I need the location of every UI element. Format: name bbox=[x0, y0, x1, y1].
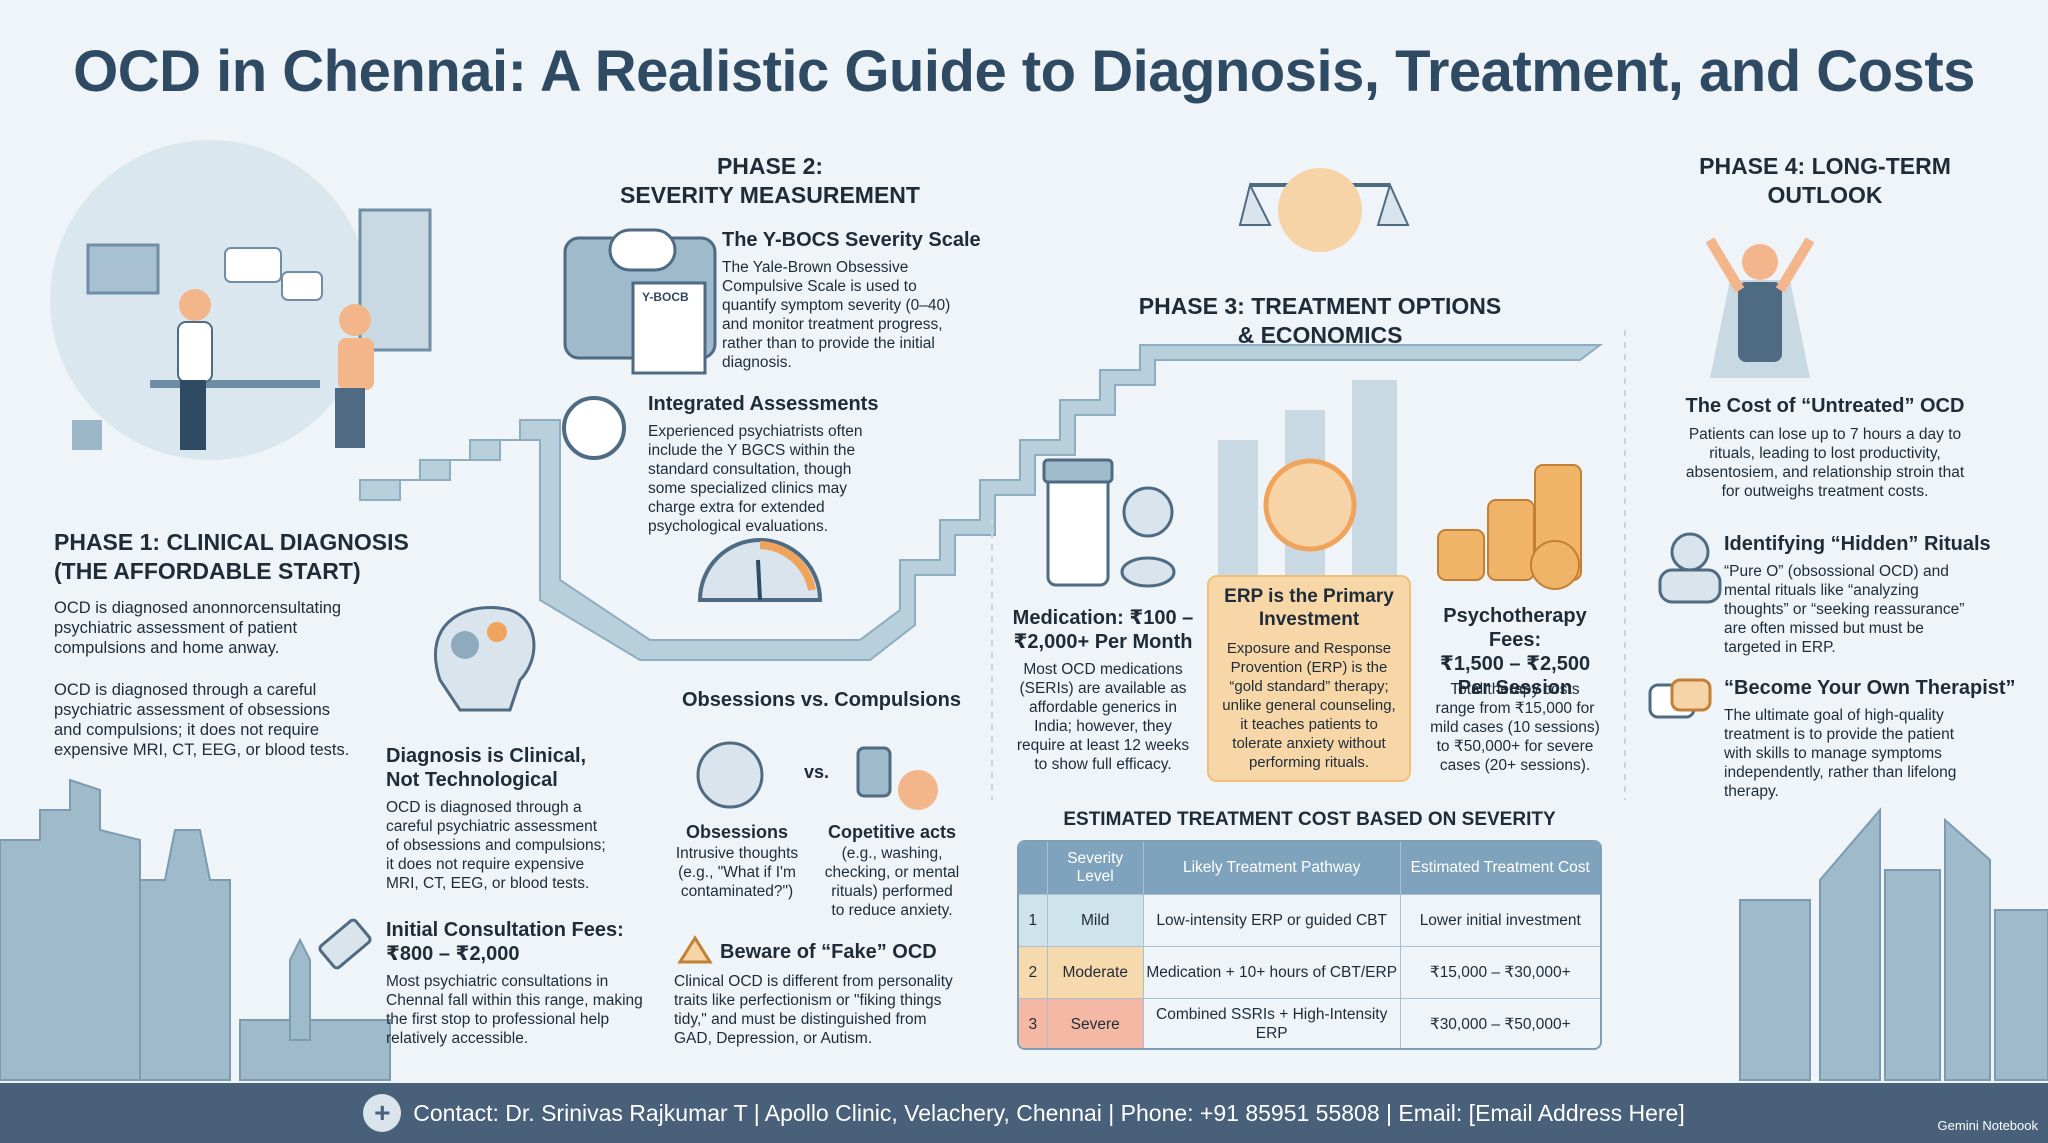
table-row: 3 Severe Combined SSRIs + High-Intensity… bbox=[1019, 997, 1600, 1048]
ybocs-label: Y-BOCB bbox=[642, 290, 689, 304]
vs-label: vs. bbox=[804, 762, 830, 782]
table-header-num bbox=[1019, 842, 1048, 894]
gear-illustration bbox=[562, 396, 626, 460]
price-tag-illustration bbox=[318, 918, 372, 970]
contact-text: Contact: Dr. Srinivas Rajkumar T | Apoll… bbox=[413, 1099, 1685, 1126]
integrated-assessments-text: Experienced psychiatrists often include … bbox=[648, 423, 863, 535]
integrated-assessments-title: Integrated Assessments bbox=[648, 393, 879, 415]
freedom-figure-illustration bbox=[1705, 237, 1815, 378]
medication-text: Most OCD medications (SERIs) are availab… bbox=[1016, 661, 1190, 773]
beware-fake-ocd-title: Beware of “Fake” OCD bbox=[720, 941, 937, 963]
phase1-paragraph-2: OCD is diagnosed through a careful psych… bbox=[54, 681, 350, 759]
untreated-cost-title: The Cost of “Untreated” OCD bbox=[1685, 395, 1965, 417]
phase1-heading-line: (THE AFFORDABLE START) bbox=[54, 558, 361, 584]
hidden-rituals-title: Identifying “Hidden” Rituals bbox=[1724, 533, 1991, 555]
ybocs-clipboard-illustration bbox=[563, 228, 717, 375]
consultation-fees-title: Initial Consultation Fees: ₹800 – ₹2,000 bbox=[386, 919, 624, 965]
phase1-paragraph-1: OCD is diagnosed anonnorcensultating psy… bbox=[54, 599, 342, 657]
medication-illustration bbox=[1042, 458, 1176, 588]
consultation-fees-text: Most psychiatric consultations in Chenna… bbox=[386, 973, 643, 1047]
brain-icon-illustration bbox=[1263, 458, 1357, 552]
erp-highlight-card: ERP is the Primary Investment Exposure a… bbox=[1207, 575, 1411, 782]
brand-label: Gemini Notebook bbox=[1937, 1118, 2038, 1133]
own-therapist-text: The ultimate goal of high-quality treatm… bbox=[1724, 707, 1957, 800]
chat-bubbles-illustration bbox=[1648, 678, 1712, 719]
hidden-rituals-text: “Pure O” (obsossional OCD) and mental ri… bbox=[1724, 563, 1965, 656]
untreated-cost-text: Patients can lose up to 7 hours a day to… bbox=[1685, 426, 1965, 500]
table-row: 2 Moderate Medication + 10+ hours of CBT… bbox=[1019, 945, 1600, 998]
warning-icon bbox=[677, 935, 713, 964]
compulsions-column: Copetitive acts (e.g., washing, checking… bbox=[824, 822, 960, 919]
obsessions-compulsions-icons bbox=[696, 741, 938, 810]
medical-cross-icon: + bbox=[363, 1094, 402, 1132]
phase1-heading: PHASE 1: CLINICAL DIAGNOSIS (THE AFFORDA… bbox=[54, 528, 434, 586]
ybocs-title: The Y-BOCS Severity Scale bbox=[722, 229, 981, 251]
staircase-illustration bbox=[359, 344, 1603, 661]
page-title: OCD in Chennai: A Realistic Guide to Dia… bbox=[73, 39, 1975, 104]
cost-table: Severity Level Likely Treatment Pathway … bbox=[1017, 840, 1602, 1050]
phase2-heading: PHASE 2: SEVERITY MEASUREMENT bbox=[620, 153, 920, 208]
table-header: Estimated Treatment Cost bbox=[1400, 842, 1600, 894]
cost-table-heading: ESTIMATED TREATMENT COST BASED ON SEVERI… bbox=[1063, 809, 1556, 830]
investment-bars-illustration bbox=[1218, 380, 1397, 580]
diagnosis-clinical-text: OCD is diagnosed through a careful psych… bbox=[386, 799, 606, 892]
diagnosis-clinical-title: Diagnosis is Clinical, Not Technological bbox=[386, 745, 587, 791]
consultation-scene bbox=[50, 140, 432, 460]
chennai-modern-skyline bbox=[1739, 807, 2048, 1081]
phase4-heading: PHASE 4: LONG-TERM OUTLOOK bbox=[1699, 153, 1951, 208]
severity-gauge-illustration bbox=[697, 538, 823, 602]
hidden-ritual-illustration bbox=[1658, 532, 1722, 604]
phase1-heading-line: PHASE 1: CLINICAL DIAGNOSIS bbox=[54, 529, 409, 555]
medication-title: Medication: ₹100 – ₹2,000+ Per Month bbox=[1012, 607, 1194, 653]
obsessions-compulsions-title: Obsessions vs. Compulsions bbox=[682, 689, 961, 711]
coin-stacks-illustration bbox=[1437, 464, 1582, 590]
table-row: 1 Mild Low-intensity ERP or guided CBT L… bbox=[1019, 893, 1600, 946]
obsessions-column: Obsessions Intrusive thoughts (e.g., "Wh… bbox=[675, 822, 799, 900]
beware-fake-ocd-text: Clinical OCD is different from personali… bbox=[674, 973, 953, 1047]
head-gears-illustration bbox=[433, 606, 536, 712]
table-header: Likely Treatment Pathway bbox=[1143, 842, 1401, 894]
chennai-temple-skyline bbox=[0, 778, 391, 1081]
table-header: Severity Level bbox=[1047, 842, 1144, 894]
balance-scale-head-illustration bbox=[1238, 168, 1410, 252]
own-therapist-title: “Become Your Own Therapist” bbox=[1724, 677, 2016, 699]
ybocs-text: The Yale-Brown Obsessive Compulsive Scal… bbox=[722, 259, 951, 371]
psychotherapy-fees-text: Total therapy costs range from ₹15,000 f… bbox=[1430, 681, 1600, 774]
phase3-heading: PHASE 3: TREATMENT OPTIONS & ECONOMICS bbox=[1138, 293, 1502, 348]
psychotherapy-fees-title: Psychotherapy Fees: ₹1,500 – ₹2,500 Per … bbox=[1439, 605, 1591, 699]
contact-footer: + Contact: Dr. Srinivas Rajkumar T | Apo… bbox=[0, 1083, 2048, 1143]
